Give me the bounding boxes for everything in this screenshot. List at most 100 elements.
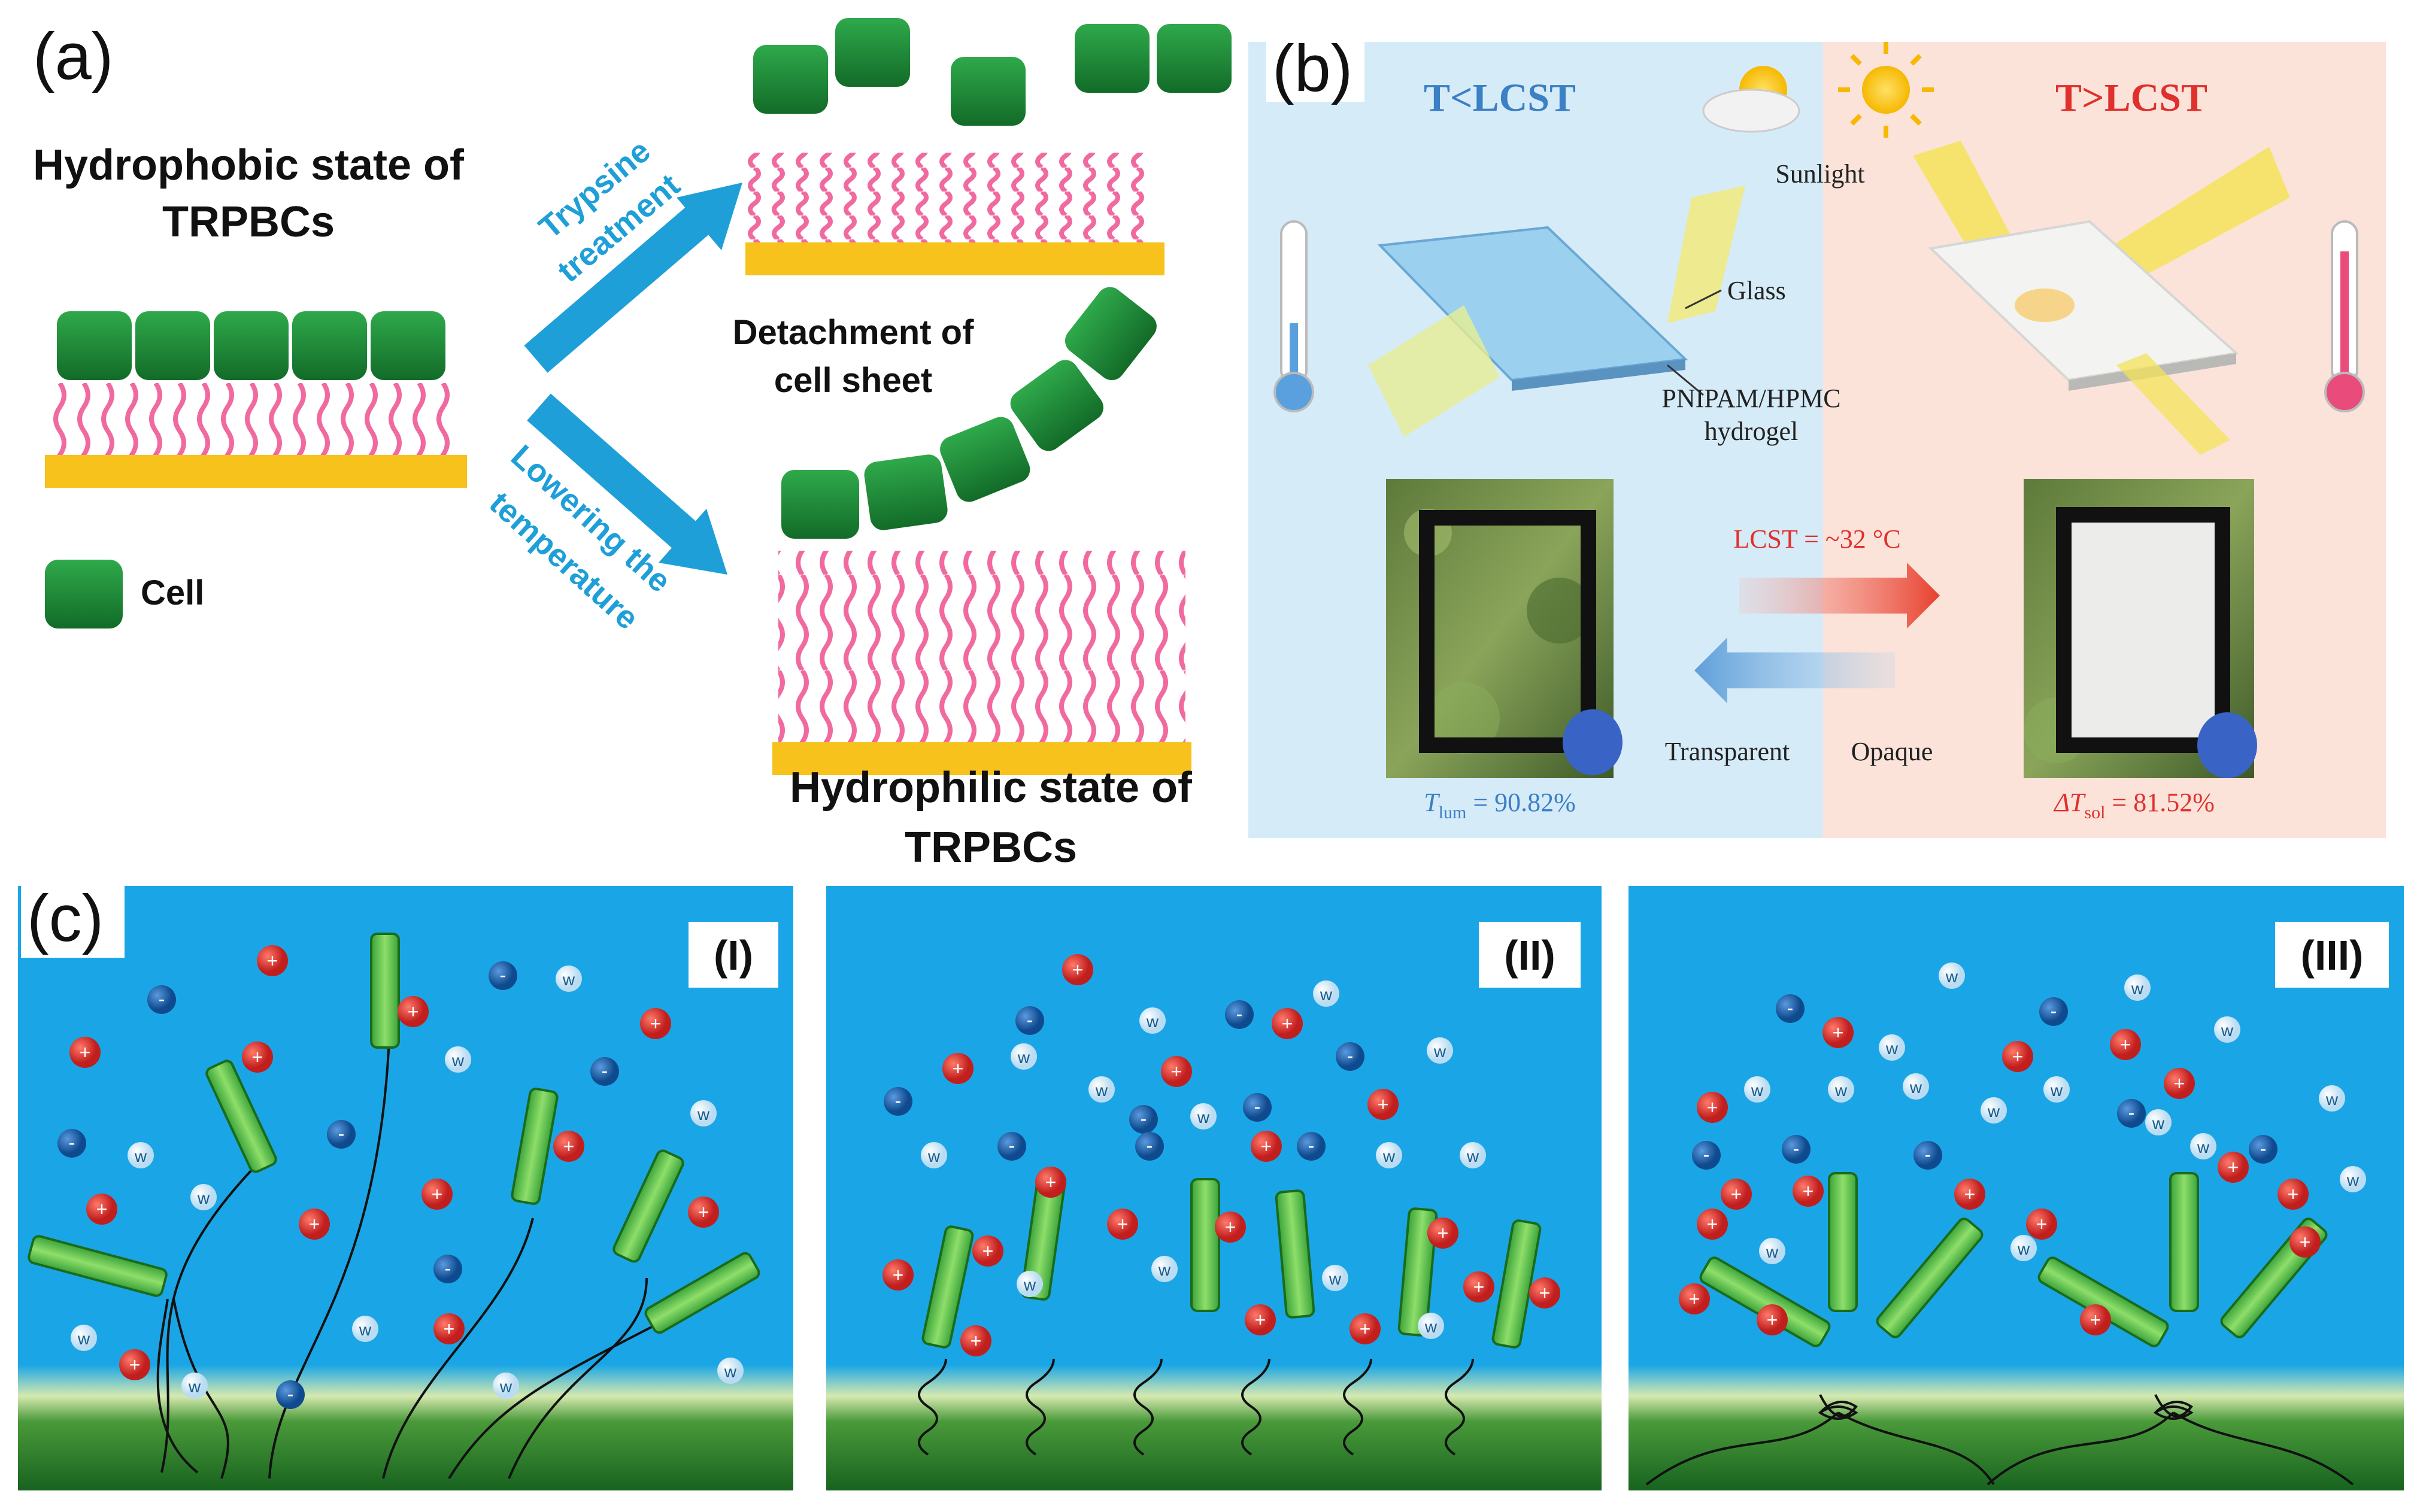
svg-text:+: + — [1803, 1180, 1814, 1202]
svg-text:+: + — [650, 1013, 662, 1034]
svg-text:-: - — [602, 1060, 608, 1082]
subpanel-i-label-box — [689, 922, 778, 988]
svg-text:-: - — [500, 964, 507, 986]
cations: + + + + + + + + + + + + + + + + + + + + … — [69, 945, 2321, 1380]
svg-text:+: + — [129, 1354, 141, 1376]
svg-text:+: + — [1473, 1276, 1485, 1298]
glass-pane-edge — [1512, 359, 1685, 391]
svg-text:+: + — [1833, 1022, 1844, 1043]
svg-text:-: - — [1793, 1138, 1800, 1159]
glass-pointer — [1685, 289, 1722, 309]
subpanel-ii-label: (II) — [1504, 932, 1555, 979]
svg-text:+: + — [1767, 1309, 1778, 1331]
svg-text:+: + — [1225, 1216, 1236, 1238]
sun-icon — [1838, 42, 1934, 138]
svg-text:w: w — [1834, 1081, 1848, 1100]
detached-single-cells — [753, 18, 1232, 126]
heating-arrow — [1739, 563, 1940, 629]
svg-text:-: - — [69, 1132, 75, 1153]
svg-text:-: - — [2128, 1102, 2135, 1124]
svg-text:+: + — [1438, 1222, 1449, 1244]
svg-text:+: + — [1261, 1135, 1272, 1157]
svg-text:w: w — [2221, 1021, 2234, 1040]
svg-text:+: + — [953, 1058, 964, 1079]
svg-text:+: + — [1171, 1061, 1182, 1082]
subpanel-i-chains — [156, 1038, 683, 1480]
svg-text:w: w — [2017, 1240, 2030, 1258]
trypsine-arrow — [524, 183, 742, 373]
svg-text:w: w — [499, 1377, 512, 1396]
svg-text:+: + — [2090, 1309, 2101, 1331]
glass-label: Glass — [1727, 276, 1786, 305]
cloudy-sun-icon — [1702, 66, 1800, 133]
subpanel-iii-chains — [1645, 1394, 2354, 1486]
hydrophilic-title-line1: Hydrophilic state of — [790, 764, 1193, 812]
svg-text:w: w — [197, 1189, 210, 1207]
svg-text:+: + — [1707, 1213, 1718, 1235]
hydrogel-label-line1: PNIPAM/HPMC — [1661, 384, 1840, 413]
hot-thermometer-icon — [2324, 220, 2365, 412]
panel-b: T<LCST T>LCST Sunlight Glass PNIPAM/HPMC — [1248, 36, 2386, 838]
svg-text:-: - — [1027, 1009, 1033, 1031]
svg-text:w: w — [77, 1329, 90, 1348]
detached-cell-sheet — [781, 287, 1157, 539]
panel-b-diagram: T<LCST T>LCST Sunlight Glass PNIPAM/HPMC — [1248, 42, 2386, 838]
subpanel-i-ground — [18, 1365, 793, 1490]
cold-thermometer-icon — [1273, 220, 1314, 412]
svg-text:w: w — [1158, 1261, 1171, 1279]
svg-text:+: + — [1117, 1213, 1129, 1235]
detachment-label-line2: cell sheet — [774, 361, 932, 400]
svg-text:+: + — [1378, 1094, 1389, 1115]
svg-text:+: + — [2036, 1213, 2048, 1235]
svg-text:w: w — [724, 1362, 737, 1381]
svg-text:-: - — [1141, 1108, 1147, 1130]
svg-text:w: w — [2325, 1090, 2339, 1109]
svg-text:+: + — [267, 950, 278, 971]
left-polymer-chains — [48, 383, 455, 455]
svg-text:w: w — [1023, 1276, 1036, 1294]
svg-text:w: w — [1095, 1081, 1108, 1100]
lowering-arrow — [527, 393, 727, 575]
svg-text:+: + — [2120, 1034, 2131, 1055]
svg-text:w: w — [1433, 1042, 1446, 1061]
panel-c-diagram: (I) (II) (III) — [18, 886, 2404, 1490]
opaque-label: Opaque — [1851, 737, 1933, 766]
warm-sunbeam-scatter — [2116, 353, 2230, 455]
hydrophilic-title-line2: TRPBCs — [905, 824, 1077, 872]
svg-text:w: w — [1146, 1012, 1159, 1031]
t-lum-value: Tlum = 90.82% — [1424, 788, 1576, 822]
svg-text:+: + — [1045, 1171, 1057, 1193]
svg-text:-: - — [338, 1123, 345, 1144]
svg-text:-: - — [1254, 1096, 1261, 1118]
svg-text:-: - — [895, 1090, 902, 1112]
rods — [28, 933, 2328, 1349]
bottom-right-substrate — [772, 742, 1191, 775]
svg-text:-: - — [1147, 1135, 1153, 1156]
anions: - - - - - - - - - - - - - - - - - - - - … — [57, 961, 2278, 1409]
svg-text:w: w — [2050, 1081, 2063, 1100]
cooling-arrow — [1694, 637, 1895, 703]
lcst-value: LCST = ~32 °C — [1733, 524, 1900, 554]
svg-text:-: - — [2260, 1138, 2267, 1159]
svg-text:w: w — [562, 970, 575, 989]
subpanel-iii-label-box — [2275, 922, 2389, 988]
svg-text:w: w — [1751, 1081, 1764, 1100]
subpanel-iii-label: (III) — [2301, 932, 2364, 979]
hydrophobic-title-line2: TRPBCs — [162, 198, 335, 246]
svg-text:+: + — [982, 1240, 994, 1262]
svg-text:+: + — [1731, 1183, 1742, 1205]
svg-text:w: w — [1424, 1317, 1438, 1336]
svg-text:+: + — [1255, 1309, 1266, 1331]
svg-text:-: - — [159, 988, 165, 1010]
water-molecules: w w w w w w w w w w w w w w w w w w w w … — [71, 963, 2366, 1399]
svg-text:w: w — [1017, 1048, 1030, 1067]
svg-text:w: w — [697, 1105, 710, 1124]
svg-text:+: + — [2012, 1046, 2024, 1067]
panel-a: Hydrophobic state of TRPBCs Cell Trypsin… — [0, 0, 1245, 886]
svg-text:w: w — [1320, 985, 1333, 1004]
panel-a-diagram: Hydrophobic state of TRPBCs Cell Trypsin… — [33, 18, 1232, 872]
svg-text:-: - — [1308, 1135, 1315, 1156]
left-cell-row — [57, 311, 445, 380]
svg-text:w: w — [2197, 1138, 2210, 1156]
svg-text:w: w — [359, 1320, 372, 1339]
